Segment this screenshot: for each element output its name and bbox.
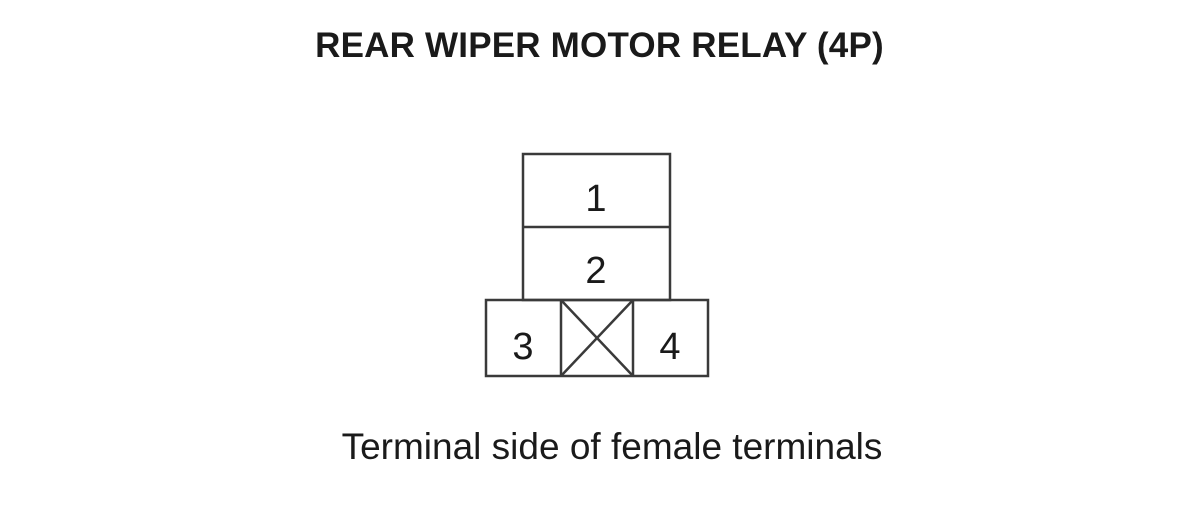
terminal-3-label: 3 [512, 326, 533, 368]
diagram-caption: Terminal side of female terminals [341, 426, 883, 467]
terminal-1-label: 1 [585, 178, 606, 220]
diagram-title: REAR WIPER MOTOR RELAY (4P) [315, 26, 884, 65]
connector-outline [484, 152, 710, 378]
terminal-2-label: 2 [585, 250, 606, 292]
terminal-4-label: 4 [659, 326, 680, 368]
blank-cavity-cross-b [560, 299, 634, 377]
lower-housing [484, 298, 710, 378]
